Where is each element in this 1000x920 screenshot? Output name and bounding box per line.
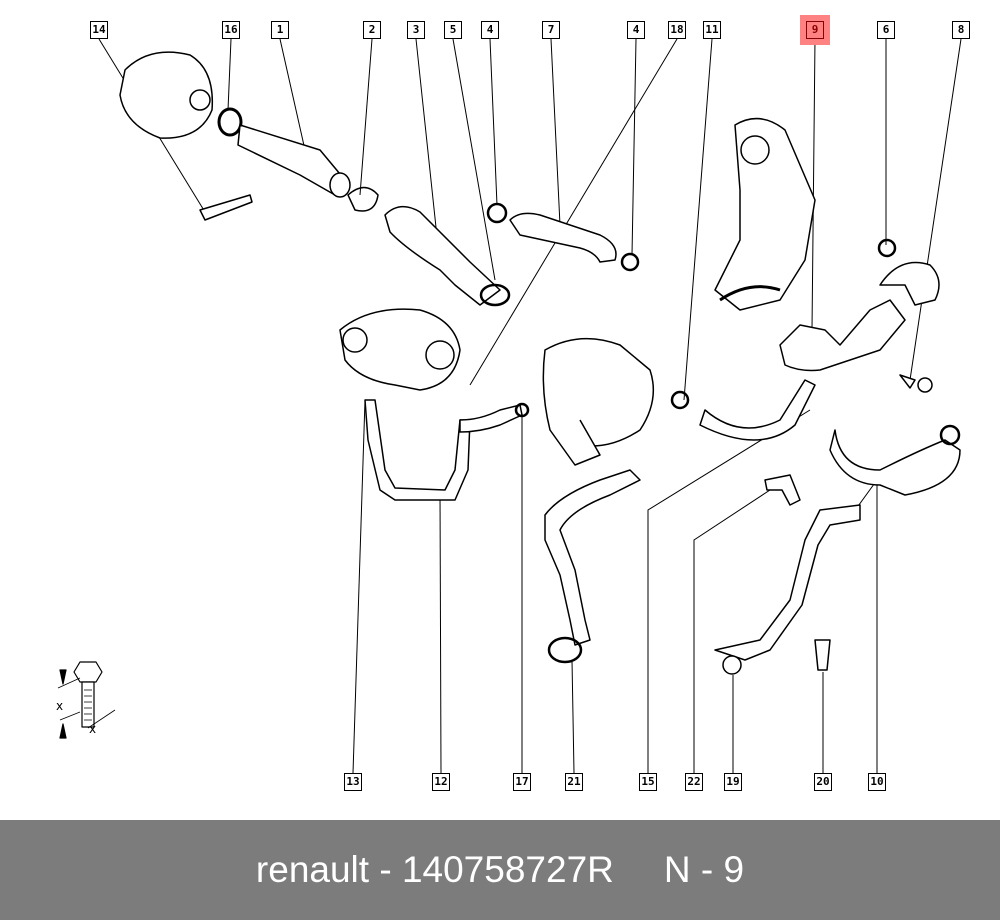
outlet-9 [779, 299, 906, 372]
hose-10 [829, 429, 961, 496]
bolt-14 [199, 194, 253, 221]
callout-22[interactable]: 22 [685, 773, 703, 791]
hose-6 [879, 261, 940, 306]
clamp-2 [347, 186, 379, 212]
callout-9[interactable]: 9 [806, 21, 824, 39]
union-19 [722, 655, 742, 675]
thermostat-housing [339, 308, 461, 391]
leader-line-22 [693, 489, 771, 773]
callout-10[interactable]: 10 [868, 773, 886, 791]
callout-4[interactable]: 4 [627, 21, 645, 39]
footer-bar: renault - 140758727R N - 9 [0, 820, 1000, 920]
leader-lines [98, 38, 962, 774]
leader-line-18 [469, 38, 678, 386]
leader-line-1 [279, 38, 306, 151]
callout-19[interactable]: 19 [724, 773, 742, 791]
callout-13[interactable]: 13 [344, 773, 362, 791]
leader-line-13 [352, 399, 366, 774]
manifold [714, 117, 816, 311]
o-ring [217, 107, 243, 137]
parts-drawing [57, 51, 961, 739]
leader-line-21 [571, 659, 575, 774]
callout-14[interactable]: 14 [90, 21, 108, 39]
fitting-22 [764, 474, 801, 506]
callout-6[interactable]: 6 [877, 21, 895, 39]
callout-1[interactable]: 1 [271, 21, 289, 39]
dim-label-x-vertical: x [56, 699, 63, 713]
leader-line-12 [439, 489, 442, 774]
parts-diagram: x x [56, 38, 962, 774]
callout-17[interactable]: 17 [513, 773, 531, 791]
leader-line-5 [452, 38, 496, 281]
dim-label-x-diagonal: x [89, 722, 96, 736]
separator: - [369, 849, 402, 890]
leader-line-4 [489, 38, 498, 206]
clamp-11 [670, 390, 690, 410]
leader-line-9 [811, 38, 816, 331]
hose-15 [699, 379, 816, 441]
callout-16[interactable]: 16 [222, 21, 240, 39]
hose-12 [364, 399, 471, 501]
callout-3[interactable]: 3 [407, 21, 425, 39]
hose-21 [544, 469, 641, 646]
leader-line-7 [550, 38, 561, 226]
callout-4[interactable]: 4 [481, 21, 499, 39]
leader-line-11 [683, 38, 713, 401]
callout-12[interactable]: 12 [432, 773, 450, 791]
bolt-torque-legend-drawing [57, 661, 116, 739]
clamp-4a [486, 202, 508, 224]
leader-line-15 [647, 409, 811, 773]
leader-line-8 [909, 38, 962, 381]
part-number: 140758727R [401, 849, 614, 890]
water-pump-housing [119, 51, 214, 139]
callout-2[interactable]: 2 [363, 21, 381, 39]
leader-line-2 [359, 38, 373, 196]
brand: renault [255, 849, 370, 890]
callout-18[interactable]: 18 [668, 21, 686, 39]
pipe-1 [237, 124, 346, 196]
leader-line-16 [227, 38, 232, 111]
leader-line-4 [631, 38, 637, 256]
fitting-8 [899, 374, 916, 389]
callout-highlight [800, 15, 830, 45]
callout-20[interactable]: 20 [814, 773, 832, 791]
callout-7[interactable]: 7 [542, 21, 560, 39]
hose-17 [459, 404, 523, 433]
hose-19 [714, 504, 861, 661]
water-outlet-housing [542, 337, 655, 447]
callout-8[interactable]: 8 [952, 21, 970, 39]
callout-15[interactable]: 15 [639, 773, 657, 791]
bolt-20 [814, 639, 831, 671]
clamp-4b [620, 252, 640, 272]
callout-21[interactable]: 21 [565, 773, 583, 791]
leader-line-10 [847, 478, 878, 773]
hose-7 [509, 212, 617, 263]
position-label: N - 9 [663, 849, 745, 890]
hose-3 [384, 206, 501, 306]
callout-5[interactable]: 5 [444, 21, 462, 39]
callout-11[interactable]: 11 [703, 21, 721, 39]
